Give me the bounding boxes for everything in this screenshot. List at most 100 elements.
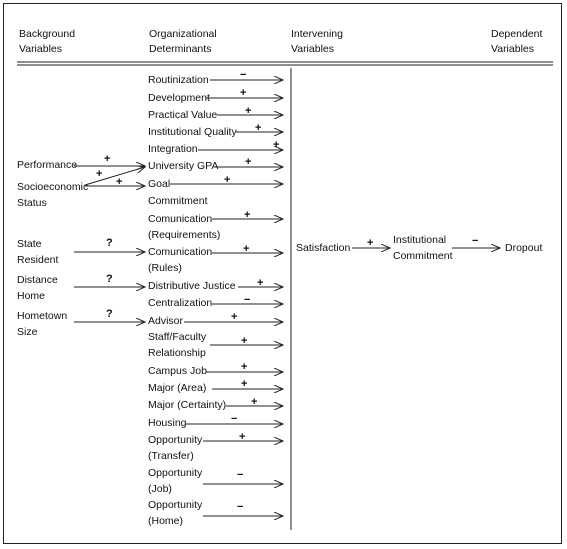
org-practical-value: Practical Value bbox=[148, 107, 217, 123]
sign-institutional-commitment: − bbox=[472, 235, 479, 247]
org-comunication-requirements: Comunication (Requirements) bbox=[148, 211, 220, 243]
intervening-satisfaction: Satisfaction bbox=[296, 240, 350, 256]
institutional-line1: Institutional bbox=[393, 234, 447, 246]
org-comunication-rules-line2: (Rules) bbox=[148, 262, 182, 274]
org-major-certainty: Major (Certainty) bbox=[148, 397, 226, 413]
org-opportunity-home-line2: (Home) bbox=[148, 515, 184, 527]
sign-distributive-justice: + bbox=[257, 277, 264, 289]
sign-opportunity-transfer: + bbox=[239, 431, 246, 443]
sign-opportunity-job: − bbox=[237, 469, 244, 481]
org-comunication-req-line2: (Requirements) bbox=[148, 229, 221, 241]
sign-campus-job: + bbox=[241, 361, 248, 373]
header-background: Background Variables bbox=[19, 27, 75, 57]
org-commitment: Commitment bbox=[148, 193, 208, 209]
sign-institutional-quality: + bbox=[255, 122, 262, 134]
satisfaction-text: Satisfaction bbox=[296, 242, 351, 254]
sign-centralization: − bbox=[244, 294, 251, 306]
org-advisor: Advisor bbox=[148, 313, 183, 329]
org-opportunity-home: Opportunity (Home) bbox=[148, 497, 202, 529]
header-organizational-line2: Determinants bbox=[149, 43, 212, 55]
diagram-frame bbox=[3, 3, 562, 544]
sign-staff-faculty: + bbox=[241, 335, 248, 347]
header-intervening-line1: Intervening bbox=[291, 28, 343, 40]
sign-major-area: + bbox=[241, 378, 248, 390]
header-rules bbox=[17, 61, 553, 66]
org-housing-text: Housing bbox=[148, 417, 187, 429]
org-institutional-quality-text: Institutional Quality bbox=[148, 126, 237, 138]
sign-practical-value: + bbox=[245, 105, 252, 117]
org-practical-value-text: Practical Value bbox=[148, 109, 218, 121]
bg-state-line1: State bbox=[17, 238, 42, 250]
sign-university-gpa: + bbox=[245, 156, 252, 168]
sign-opportunity-home: − bbox=[237, 501, 244, 513]
bg-state-line2: Resident bbox=[17, 254, 59, 266]
org-housing: Housing bbox=[148, 415, 187, 431]
org-centralization-text: Centralization bbox=[148, 297, 213, 309]
bg-socioeconomic-line2: Status bbox=[17, 197, 47, 209]
sign-satisfaction: + bbox=[367, 237, 374, 249]
org-staff-faculty: Staff/Faculty Relationship bbox=[148, 329, 206, 361]
arrow-socio-gpa bbox=[84, 167, 145, 186]
org-staff-faculty-line1: Staff/Faculty bbox=[148, 331, 207, 343]
org-integration: Integration bbox=[148, 141, 198, 157]
org-comunication-rules: Comunication (Rules) bbox=[148, 244, 212, 276]
org-university-gpa-text: University GPA bbox=[148, 160, 219, 172]
org-opportunity-home-line1: Opportunity bbox=[148, 499, 203, 511]
sign-housing: − bbox=[231, 413, 238, 425]
sign-goal: + bbox=[224, 174, 231, 186]
bg-distance-line2: Home bbox=[17, 290, 46, 302]
header-intervening-line2: Variables bbox=[291, 43, 334, 55]
sign-distance-home: ? bbox=[106, 273, 113, 285]
bg-distance-home: Distance Home bbox=[17, 272, 58, 304]
sign-advisor: + bbox=[231, 311, 238, 323]
header-background-line2: Variables bbox=[19, 43, 62, 55]
header-dependent: Dependent Variables bbox=[491, 27, 543, 57]
org-institutional-quality: Institutional Quality bbox=[148, 124, 237, 140]
org-major-certainty-text: Major (Certainty) bbox=[148, 399, 227, 411]
bg-state-resident: State Resident bbox=[17, 236, 58, 268]
bg-hometown-size: Hometown Size bbox=[17, 308, 67, 340]
bg-distance-line1: Distance bbox=[17, 274, 58, 286]
org-routinization-text: Routinization bbox=[148, 74, 209, 86]
bg-socioeconomic-line1: Socioeconomic bbox=[17, 181, 89, 193]
org-distributive-justice: Distributive Justice bbox=[148, 278, 236, 294]
sign-integration: + bbox=[273, 139, 280, 151]
org-major-area: Major (Area) bbox=[148, 380, 206, 396]
org-integration-text: Integration bbox=[148, 143, 198, 155]
bg-performance-text: Performance bbox=[17, 159, 78, 171]
sign-state-resident: ? bbox=[106, 237, 113, 249]
sign-socio-goal: + bbox=[116, 176, 123, 188]
header-dependent-line1: Dependent bbox=[491, 28, 543, 40]
org-opportunity-job: Opportunity (Job) bbox=[148, 465, 202, 497]
header-dependent-line2: Variables bbox=[491, 43, 534, 55]
org-goal: Goal bbox=[148, 176, 170, 192]
org-commitment-text: Commitment bbox=[148, 195, 208, 207]
sign-development: + bbox=[240, 87, 247, 99]
org-routinization: Routinization bbox=[148, 72, 209, 88]
org-distributive-justice-text: Distributive Justice bbox=[148, 280, 236, 292]
bg-socioeconomic-status: Socioeconomic Status bbox=[17, 179, 88, 211]
header-organizational-line1: Organizational bbox=[149, 28, 217, 40]
bg-performance: Performance bbox=[17, 157, 77, 173]
org-campus-job: Campus Job bbox=[148, 363, 207, 379]
org-centralization: Centralization bbox=[148, 295, 212, 311]
sign-comunication-requirements: + bbox=[244, 209, 251, 221]
header-intervening: Intervening Variables bbox=[291, 27, 343, 57]
org-goal-text: Goal bbox=[148, 178, 171, 190]
institutional-line2: Commitment bbox=[393, 250, 453, 262]
sign-major-certainty: + bbox=[251, 396, 258, 408]
sign-performance: + bbox=[104, 153, 111, 165]
org-advisor-text: Advisor bbox=[148, 315, 184, 327]
header-background-line1: Background bbox=[19, 28, 76, 40]
sign-hometown-size: ? bbox=[106, 308, 113, 320]
org-opportunity-transfer: Opportunity (Transfer) bbox=[148, 432, 202, 464]
org-university-gpa: University GPA bbox=[148, 158, 218, 174]
bg-hometown-line2: Size bbox=[17, 326, 38, 338]
bg-hometown-line1: Hometown bbox=[17, 310, 68, 322]
org-major-area-text: Major (Area) bbox=[148, 382, 207, 394]
org-opportunity-job-line1: Opportunity bbox=[148, 467, 203, 479]
org-staff-faculty-line2: Relationship bbox=[148, 347, 206, 359]
org-comunication-rules-line1: Comunication bbox=[148, 246, 213, 258]
sign-socio-gpa: + bbox=[96, 168, 103, 180]
